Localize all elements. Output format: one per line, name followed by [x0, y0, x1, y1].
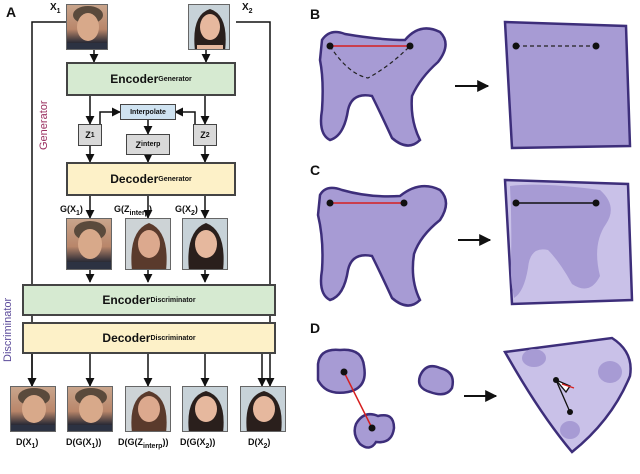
- input-face-x1: [66, 4, 108, 50]
- panel-c-inner-manifold: [510, 184, 611, 298]
- panel-d-inner-blob-2: [598, 361, 622, 383]
- panels-bcd-illustration: [316, 20, 634, 454]
- person-portrait-icon: [188, 223, 224, 269]
- panel-d-inner-blob-3: [560, 421, 580, 439]
- generated-face-zinterp: [125, 218, 171, 270]
- output-label-3: D(G(X2)): [180, 437, 216, 450]
- x2-bypass-line: [236, 21, 275, 387]
- generator-side-label: Generator: [38, 100, 50, 150]
- panel-d-blob-middle: [417, 365, 454, 396]
- person-portrait-icon: [67, 6, 107, 49]
- generated-label-x1: G(X1): [60, 204, 83, 217]
- x1-bypass-line: [27, 21, 66, 387]
- panel-b-point-right: [406, 42, 414, 50]
- input-label-x1: X1: [50, 2, 61, 15]
- output-face-x2: [240, 386, 286, 432]
- person-portrait-icon: [11, 388, 55, 431]
- panel-b-dashed-path: [329, 45, 411, 79]
- panel-b-nonconvex-shape: [318, 27, 447, 147]
- panel-b-letter: B: [310, 6, 321, 22]
- panel-d-letter: D: [310, 320, 321, 336]
- panel-b-convex-shape: [503, 20, 632, 150]
- interpolate-box: Interpolate: [120, 104, 176, 120]
- panel-a-letter: A: [6, 4, 17, 20]
- person-portrait-icon: [131, 391, 167, 431]
- input-label-x2: X2: [242, 2, 253, 15]
- output-label-1: D(G(X1)): [66, 437, 102, 450]
- person-portrait-icon: [68, 388, 112, 431]
- panel-c-nonconvex-shape: [316, 184, 448, 307]
- output-face-x1: [10, 386, 56, 432]
- panel-d-blob-bottom: [353, 413, 396, 449]
- person-portrait-icon: [131, 223, 167, 269]
- panel-b-point-left: [326, 42, 334, 50]
- person-portrait-icon: [246, 391, 282, 431]
- output-face-gzinterp: [125, 386, 171, 432]
- panel-d-inner-blob-1: [522, 349, 546, 367]
- panel-c-letter: C: [310, 162, 321, 178]
- generated-label-zinterp: G(Zinterp): [114, 204, 152, 217]
- generated-face-x2: [182, 218, 228, 270]
- person-portrait-icon: [194, 9, 226, 49]
- output-label-4: D(X2): [248, 437, 271, 450]
- generated-label-x2: G(X2): [175, 204, 198, 217]
- output-label-0: D(X1): [16, 437, 39, 450]
- output-face-gx1: [67, 386, 113, 432]
- input-face-x2: [188, 4, 230, 50]
- output-label-2: D(G(Zinterp)): [118, 437, 169, 450]
- discriminator-side-label: Discriminator: [2, 297, 14, 362]
- person-portrait-icon: [67, 221, 111, 269]
- panel-d-red-line: [343, 371, 373, 429]
- panel-d-triangle: [555, 379, 571, 394]
- output-face-gx2: [182, 386, 228, 432]
- person-portrait-icon: [188, 391, 224, 431]
- generated-face-x1: [66, 218, 112, 270]
- panel-a-connectors: [27, 21, 275, 387]
